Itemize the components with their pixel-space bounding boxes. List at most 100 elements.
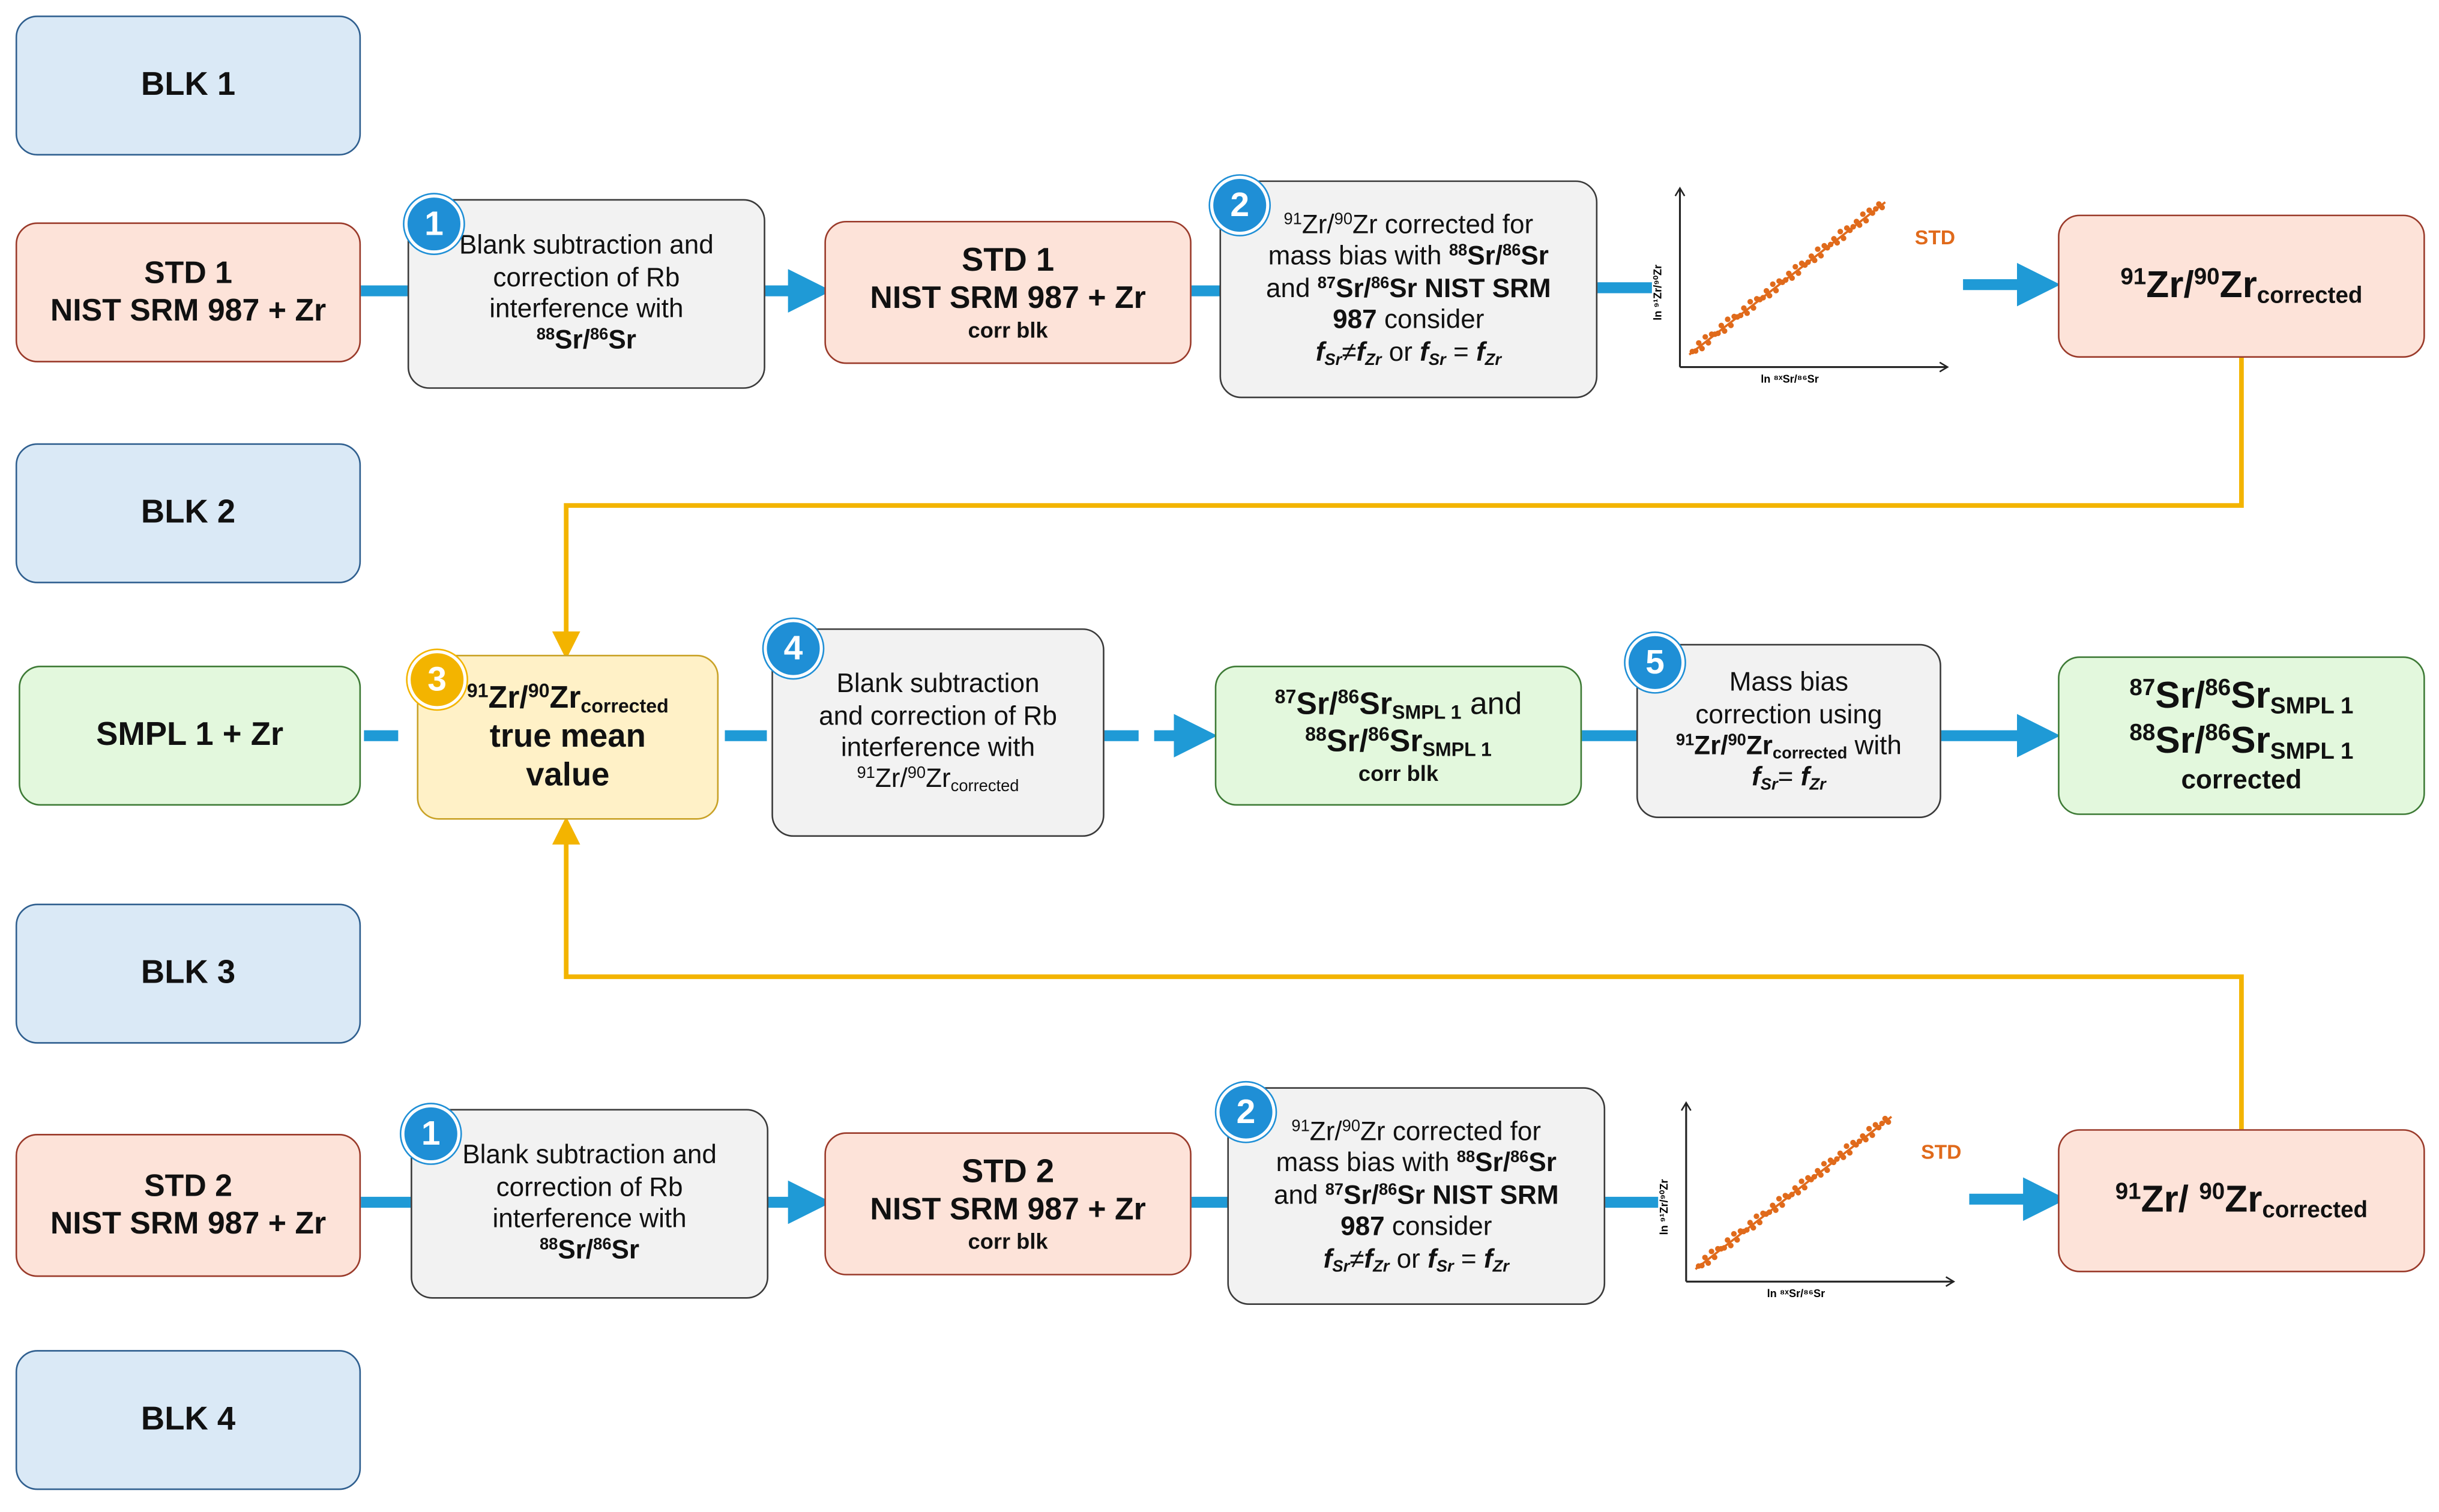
std1-name: STD 1 (144, 256, 232, 291)
plot-point (1863, 218, 1869, 224)
plot-point (1705, 340, 1711, 346)
output2-box: 91Zr/ 90Zrcorrected (2058, 1129, 2425, 1273)
plot-point (1818, 1172, 1824, 1178)
final-ratio-87: 87Sr/86SrSMPL 1 (2129, 675, 2354, 720)
output1-box: 91Zr/90Zrcorrected (2058, 214, 2425, 358)
mean-box: 91Zr/90Zrcorrected true mean value (417, 654, 719, 820)
plot-2-x-axis: ln ⁸ˣSr/⁸⁶Sr (1767, 1288, 1825, 1300)
step2b-line3: and 87Sr/86Sr NIST SRM (1273, 1180, 1559, 1210)
plot-point (1705, 1260, 1711, 1266)
plot-point (1763, 288, 1770, 294)
std2-corrected-note: corr blk (968, 1229, 1048, 1254)
plot-point (1715, 330, 1721, 336)
final-ratio-88: 88Sr/86SrSMPL 1 (2129, 720, 2354, 765)
std1-corrected-note: corr blk (968, 318, 1048, 343)
sample-corr-note: corr blk (1358, 760, 1439, 785)
plot-point (1789, 275, 1795, 281)
plot-point (1741, 305, 1747, 311)
sample-box: SMPL 1 + Zr (19, 666, 361, 806)
plot-point (1744, 1227, 1750, 1233)
plot-point (1856, 1138, 1863, 1145)
plot-point (1847, 227, 1853, 233)
final-note: corrected (2181, 764, 2302, 795)
plot-point (1798, 1178, 1804, 1184)
plot-point (1875, 1124, 1882, 1131)
output1-ratio: 91Zr/90Zrcorrected (2120, 264, 2363, 309)
step2-box: 91Zr/90Zr corrected for mass bias with 8… (1219, 180, 1598, 399)
std1-material: NIST SRM 987 + Zr (50, 294, 327, 328)
mean-line2: value (526, 757, 610, 794)
std2-corrected-box: STD 2 NIST SRM 987 + Zr corr blk (824, 1132, 1192, 1276)
plot-point (1731, 1230, 1737, 1237)
plot-point (1837, 229, 1844, 235)
step2b-line2: mass bias with 88Sr/86Sr (1276, 1148, 1557, 1178)
plot-point (1815, 246, 1821, 252)
plot-point (1863, 1136, 1869, 1143)
plot-point (1795, 1190, 1801, 1196)
step2-line4: 987 consider (1333, 305, 1485, 335)
blank-label-1: BLK 1 (140, 67, 236, 104)
plot-point (1728, 322, 1734, 328)
plot-2-series-label: STD (1921, 1140, 1962, 1164)
plot-point (1795, 270, 1801, 276)
step2b-line1: 91Zr/90Zr corrected for (1291, 1116, 1542, 1146)
step3-badge: 3 (407, 650, 467, 709)
step1b-line2: correction of Rb (496, 1172, 683, 1202)
plot-point (1773, 288, 1779, 294)
blank-box-1: BLK 1 (15, 15, 361, 156)
plot-point (1808, 253, 1815, 259)
plot-point (1737, 312, 1744, 319)
std2-corrected-name: STD 2 (961, 1154, 1055, 1190)
step4-line2: and correction of Rb (819, 700, 1057, 730)
plot-point (1693, 348, 1699, 354)
sample-corr-ratio-87: 87Sr/86SrSMPL 1 and (1274, 685, 1522, 723)
plot-point (1879, 205, 1886, 211)
std2-name: STD 2 (144, 1169, 232, 1204)
plot-point (1728, 1242, 1734, 1248)
plot-point (1824, 1167, 1830, 1173)
plot-point (1886, 1119, 1892, 1125)
step1b-line1: Blank subtraction and (462, 1140, 717, 1170)
regression-plot-2: ln ⁹¹Zr/⁹⁰Zr ln ⁸ˣSr/⁸⁶Sr (1658, 1101, 1956, 1300)
regression-plot-1: ln ⁹¹Zr/⁹⁰Zr ln ⁸ˣSr/⁸⁶Sr (1652, 187, 1949, 385)
plot-point (1747, 299, 1753, 305)
plot-point (1841, 235, 1847, 241)
plot-point (1853, 1142, 1859, 1148)
plot-point (1773, 1207, 1779, 1213)
plot-point (1760, 295, 1766, 301)
plot-point (1792, 1185, 1798, 1191)
std2-box: STD 2 NIST SRM 987 + Zr (15, 1133, 361, 1277)
plot-1-series-label: STD (1914, 225, 1956, 249)
plot-point (1696, 340, 1702, 346)
sample-name: SMPL 1 + Zr (96, 717, 284, 754)
std1-box: STD 1 NIST SRM 987 + Zr (15, 222, 361, 363)
plot-2-points (1695, 1115, 1892, 1269)
plot-point (1821, 1161, 1827, 1167)
mean-line1: true mean (489, 718, 646, 754)
connector-output1-to-mean (552, 357, 2244, 660)
step4-box: Blank subtraction and correction of Rb i… (771, 628, 1105, 837)
plot-point (1834, 1156, 1840, 1162)
sample-corrected-box: 87Sr/86SrSMPL 1 and 88Sr/86SrSMPL 1 corr… (1214, 666, 1582, 806)
step1b-line3: interference with (492, 1203, 687, 1233)
blank-label-3: BLK 3 (140, 956, 236, 992)
plot-1-points (1689, 201, 1886, 355)
plot-point (1721, 1245, 1728, 1251)
plot-point (1792, 264, 1798, 270)
std1-corrected-name: STD 1 (961, 242, 1055, 279)
plot-point (1750, 305, 1756, 311)
connector-output2-to-mean (552, 816, 2244, 1130)
plot-point (1702, 334, 1708, 340)
step5-badge: 5 (1625, 633, 1685, 693)
step2-line1: 91Zr/90Zr corrected for (1283, 209, 1534, 240)
step2b-box: 91Zr/90Zr corrected for mass bias with 8… (1227, 1087, 1606, 1306)
plot-point (1860, 211, 1866, 217)
step5-condition: fSr= fZr (1752, 762, 1826, 795)
step4-line1: Blank subtraction (836, 669, 1040, 699)
blank-box-2: BLK 2 (15, 443, 361, 583)
sample-corr-ratio-88: 88Sr/86SrSMPL 1 (1305, 723, 1492, 761)
step2-condition: fSr≠fZr or fSr = fZr (1315, 337, 1501, 369)
plot-point (1805, 259, 1811, 265)
plot-point (1779, 1202, 1785, 1208)
plot-point (1869, 210, 1875, 216)
